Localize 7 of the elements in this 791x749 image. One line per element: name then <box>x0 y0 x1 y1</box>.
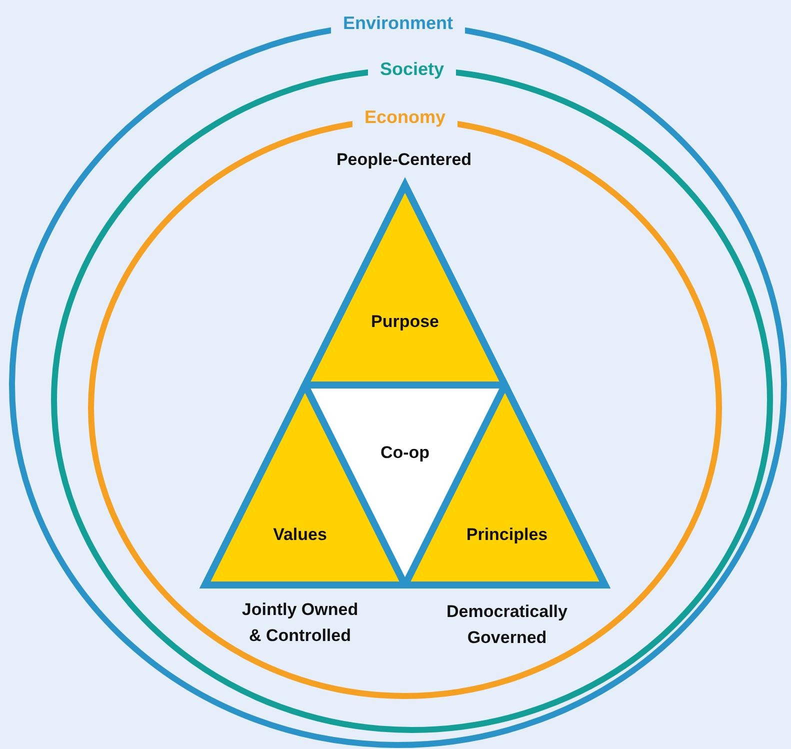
caption-text: Democratically Governed <box>446 601 568 649</box>
caption-text: Jointly Owned & Controlled <box>240 599 360 647</box>
segment-label: Values <box>273 525 327 545</box>
segment-label: Co-op <box>380 443 430 463</box>
caption-text: People-Centered <box>336 149 472 171</box>
segment-label: Purpose <box>370 312 440 332</box>
segment-label: Principles <box>466 525 548 545</box>
